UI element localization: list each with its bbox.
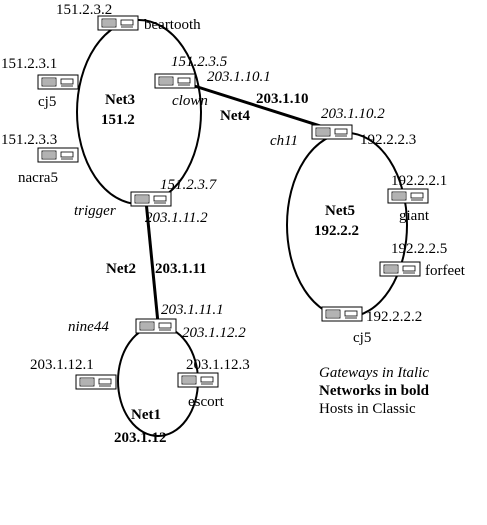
gateway-nine44-ip-net1: 203.1.12.2 [182,325,246,341]
legend-gateways: Gateways in Italic [319,365,429,381]
gateway-trigger-icon[interactable] [130,191,172,207]
host-cj5-net3-name: cj5 [38,94,56,110]
host-forfeet-name: forfeet [425,263,466,279]
gateway-ch11-icon[interactable] [311,124,353,140]
legend-hosts: Hosts in Classic [319,401,416,417]
link-net4-name: Net4 [220,108,250,124]
net5-addr: 192.2.2 [314,223,359,239]
gateway-trigger-name: trigger [74,203,116,219]
host-cj5-net3-ip: 151.2.3.1 [1,56,57,72]
host-escort-name: escort [188,394,225,410]
host-cj5-net5-icon[interactable] [321,306,363,322]
gateway-clown-icon[interactable] [154,73,196,89]
gateway-clown-ip-net3: 151.2.3.5 [171,54,228,70]
gateway-trigger-ip-net3: 151.2.3.7 [160,177,218,193]
gateway-nine44-name: nine44 [68,319,109,335]
gateway-ch11-ip-net4: 203.1.10.2 [321,106,385,122]
host-giant-ip: 192.2.2.1 [391,173,447,189]
gateway-ch11-ip-net5: 192.2.2.3 [360,132,416,148]
host-forfeet-icon[interactable] [379,261,421,277]
gateway-nine44-icon[interactable] [135,318,177,334]
host-203-1-12-1-ip: 203.1.12.1 [30,357,94,373]
host-beartooth-ip: 151.2.3.2 [56,2,112,18]
host-cj5-net3-icon[interactable] [37,74,79,90]
host-beartooth-icon[interactable] [97,15,139,31]
net5-name: Net5 [325,203,355,219]
gateway-ch11-name: ch11 [270,133,298,149]
net3-name: Net3 [105,92,135,108]
host-escort-ip: 203.1.12.3 [186,357,250,373]
link-net2 [144,200,160,324]
host-cj5-net5-name: cj5 [353,330,371,346]
host-beartooth-name: beartooth [144,17,201,33]
host-nacra5-name: nacra5 [18,170,58,186]
host-nacra5-ip: 151.2.3.3 [1,132,57,148]
host-203-1-12-1-icon[interactable] [75,374,117,390]
gateway-trigger-ip-net2: 203.1.11.2 [145,210,208,226]
host-giant-icon[interactable] [387,188,429,204]
net1-name: Net1 [131,407,161,423]
gateway-clown-name: clown [172,93,208,109]
host-escort-icon[interactable] [177,372,219,388]
link-net4 [184,81,334,132]
host-cj5-net5-ip: 192.2.2.2 [366,309,422,325]
link-net4-addr: 203.1.10 [256,91,309,107]
link-net2-name: Net2 [106,261,136,277]
host-nacra5-icon[interactable] [37,147,79,163]
link-net2-addr: 203.1.11 [155,261,207,277]
gateway-clown-ip-net4: 203.1.10.1 [207,69,271,85]
gateway-nine44-ip-net2: 203.1.11.1 [161,302,224,318]
net3-addr: 151.2 [101,112,135,128]
host-giant-name: giant [399,208,430,224]
host-forfeet-ip: 192.2.2.5 [391,241,447,257]
legend-networks: Networks in bold [319,383,430,399]
net1-addr: 203.1.12 [114,430,167,446]
